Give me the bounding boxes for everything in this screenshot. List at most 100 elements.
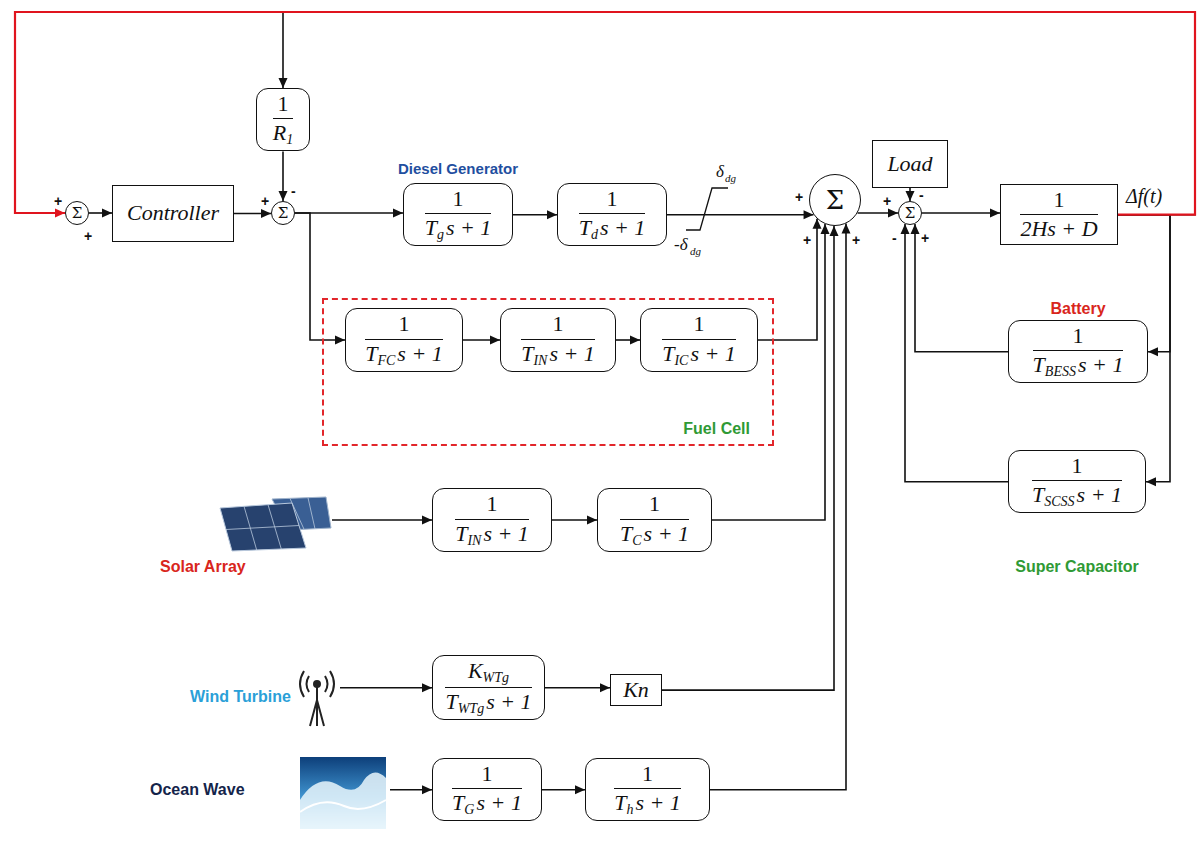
sign-mark: + [803, 233, 811, 247]
signal-connector [858, 209, 899, 218]
sum-symbol: Σ [905, 206, 916, 221]
connector-line [712, 224, 825, 520]
controller-box: Controller [112, 185, 234, 242]
formula-row: TINs + 1 [521, 342, 595, 368]
formula-part: 1 [1071, 453, 1082, 478]
arrow-head [630, 336, 640, 345]
formula-part: 1 [277, 91, 288, 116]
formula-part: T [365, 341, 377, 366]
formula-part: s + 1 [1078, 352, 1123, 377]
sign-mark: + [54, 194, 62, 208]
formula-row: Tgs + 1 [425, 216, 492, 242]
signal-connector [906, 188, 915, 201]
summing-junction: Σ [65, 201, 89, 225]
fraction: KWTgTWTgs + 1 [445, 659, 531, 716]
formula-part: IC [674, 353, 688, 368]
signal-connector [295, 209, 403, 218]
source-label: Solar Array [160, 558, 246, 576]
signal-connector [513, 210, 557, 219]
limit-subscript: dg [725, 173, 736, 184]
transfer-function-box: 1Ths + 1 [585, 758, 710, 821]
connector-line [922, 212, 1000, 214]
sign-mark: - [892, 231, 897, 245]
arrow-head [830, 226, 839, 236]
block-heading: Super Capacitor [1015, 558, 1139, 576]
transfer-function-box: 1TCs + 1 [597, 488, 712, 552]
formula-part: s + 1 [476, 790, 521, 815]
summing-junction: Σ [809, 174, 861, 226]
source-label: Ocean Wave [150, 781, 245, 799]
arrow-head [422, 516, 432, 525]
formula-part: IN [467, 533, 481, 548]
formula-part: 1 [552, 311, 563, 336]
formula-part: T [425, 215, 437, 240]
fraction: 1TFCs + 1 [365, 312, 443, 367]
signal-connector [390, 785, 432, 794]
formula-part: s + 1 [397, 341, 442, 366]
connector-line [667, 214, 814, 216]
arrow-head [990, 209, 1000, 218]
formula-part: s + 1 [635, 790, 680, 815]
sign-mark: - [919, 188, 924, 202]
transfer-function-box: KWTgTWTgs + 1 [432, 655, 545, 720]
formula-row: TSCSSs + 1 [1032, 483, 1122, 509]
formula-part: T [614, 790, 626, 815]
signal-connector [901, 224, 1009, 482]
fraction-bar [425, 213, 492, 214]
sign-mark: + [261, 194, 269, 208]
sign-mark: - [291, 184, 296, 198]
transfer-function-box: 1TINs + 1 [500, 308, 616, 372]
signal-connector [758, 219, 822, 340]
connector-line [758, 219, 817, 340]
fraction: 1TBESSs + 1 [1033, 324, 1124, 379]
arrow-head [600, 683, 610, 692]
block-label: Controller [127, 201, 219, 225]
formula-part: G [464, 802, 474, 817]
transfer-function-box: 1TGs + 1 [432, 758, 542, 821]
arrow-head [261, 209, 271, 218]
formula-part: 1 [1054, 187, 1065, 212]
formula-row: TINs + 1 [455, 522, 529, 548]
signal-connector [89, 209, 112, 218]
summing-junction: Σ [271, 201, 295, 225]
formula-row: TICs + 1 [662, 342, 736, 368]
arrow-head [587, 516, 597, 525]
formula-row: 2Hs + D [1020, 217, 1097, 241]
formula-row: 1 [606, 187, 617, 211]
fraction-bar [365, 339, 443, 340]
formula-part: T [455, 521, 467, 546]
arrow-head [575, 785, 585, 794]
formula-part: 1 [452, 186, 463, 211]
formula-row: 1 [399, 312, 410, 336]
signal-connector [340, 683, 432, 692]
formula-part: T [452, 790, 464, 815]
formula-row: 1 [552, 312, 563, 336]
formula-row: 1 [642, 762, 653, 786]
formula-part: s + 1 [1077, 482, 1122, 507]
solar-grid [226, 498, 315, 550]
wind-turbine-icon [300, 671, 334, 726]
transfer-function-box: 1Tgs + 1 [403, 183, 513, 246]
connector-line [295, 212, 403, 214]
block-label: Load [887, 152, 932, 176]
formula-part: g [437, 227, 444, 242]
fraction: 1R1 [273, 92, 293, 147]
formula-part: s + 1 [644, 521, 689, 546]
arrow-head [490, 336, 500, 345]
formula-part: s + 1 [549, 341, 594, 366]
formula-part: T [662, 341, 674, 366]
signal-connector [279, 151, 288, 201]
fraction-bar [1020, 214, 1097, 215]
limit-symbol: -δ [674, 236, 688, 253]
connector-line [332, 519, 432, 521]
signal-connector [667, 210, 814, 219]
fraction: 1TINs + 1 [521, 312, 595, 367]
signal-connector [922, 209, 1000, 218]
formula-part: h [626, 802, 633, 817]
formula-part: s + 1 [446, 215, 491, 240]
sign-mark: + [795, 190, 803, 204]
formula-row: 1 [1073, 324, 1084, 348]
limit-subscript: dg [690, 246, 701, 257]
